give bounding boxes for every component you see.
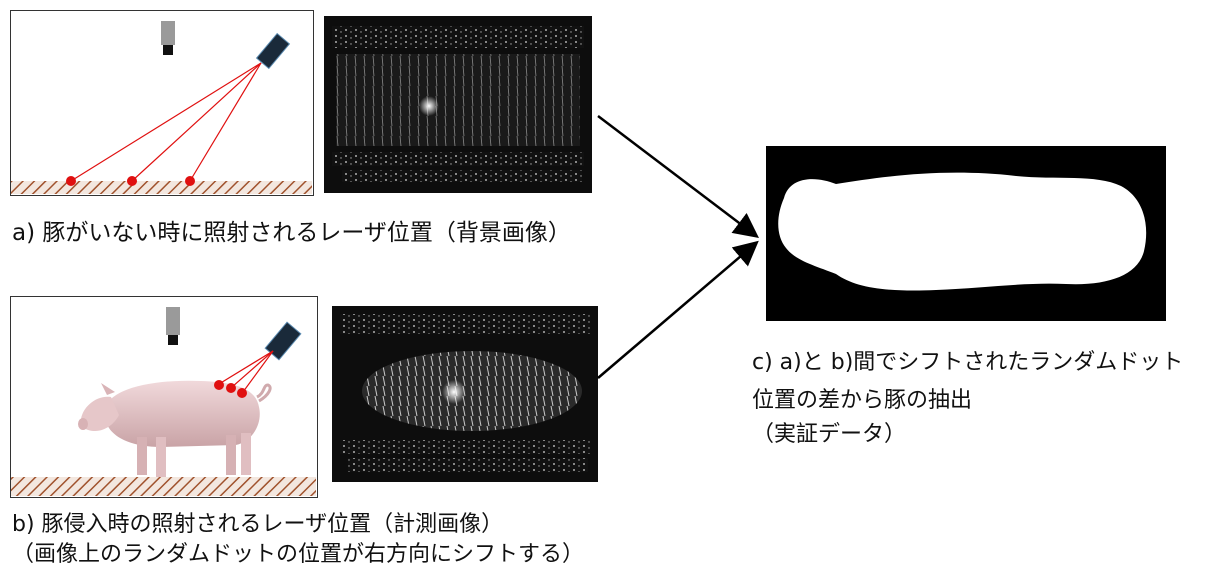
laser-projector-icon bbox=[255, 32, 291, 70]
extracted-pig-mask bbox=[766, 146, 1166, 321]
caption-c-line3: （実証データ） bbox=[752, 422, 907, 447]
pig-illustration bbox=[78, 380, 272, 477]
floor bbox=[11, 181, 312, 194]
arrow-from-b bbox=[597, 240, 759, 379]
schematic-no-pig bbox=[10, 10, 314, 196]
caption-c-line2: 位置の差から豚の抽出 bbox=[752, 388, 973, 413]
laser-dots bbox=[66, 176, 195, 186]
laser-beams bbox=[70, 62, 262, 182]
background-laser-image bbox=[324, 16, 592, 193]
floor bbox=[11, 477, 316, 496]
caption-a: a) 豚がいない時に照射されるレーザ位置（背景画像） bbox=[12, 220, 571, 246]
arrow-from-a bbox=[597, 115, 759, 239]
laser-dots bbox=[214, 380, 247, 398]
caption-b-line1: b) 豚侵入時の照射されるレーザ位置（計測画像） bbox=[12, 512, 504, 537]
camera-icon bbox=[166, 307, 180, 345]
schematic-with-pig bbox=[10, 296, 318, 498]
laser-projector-icon bbox=[264, 321, 302, 361]
caption-b-line2: （画像上のランダムドットの位置が右方向にシフトする） bbox=[12, 542, 585, 567]
arrows bbox=[597, 115, 759, 379]
caption-c-line1: c) a)と b)間でシフトされたランダムドット bbox=[752, 350, 1184, 375]
laser-beams bbox=[218, 350, 274, 393]
camera-icon bbox=[161, 21, 175, 55]
measurement-laser-image bbox=[332, 306, 598, 482]
